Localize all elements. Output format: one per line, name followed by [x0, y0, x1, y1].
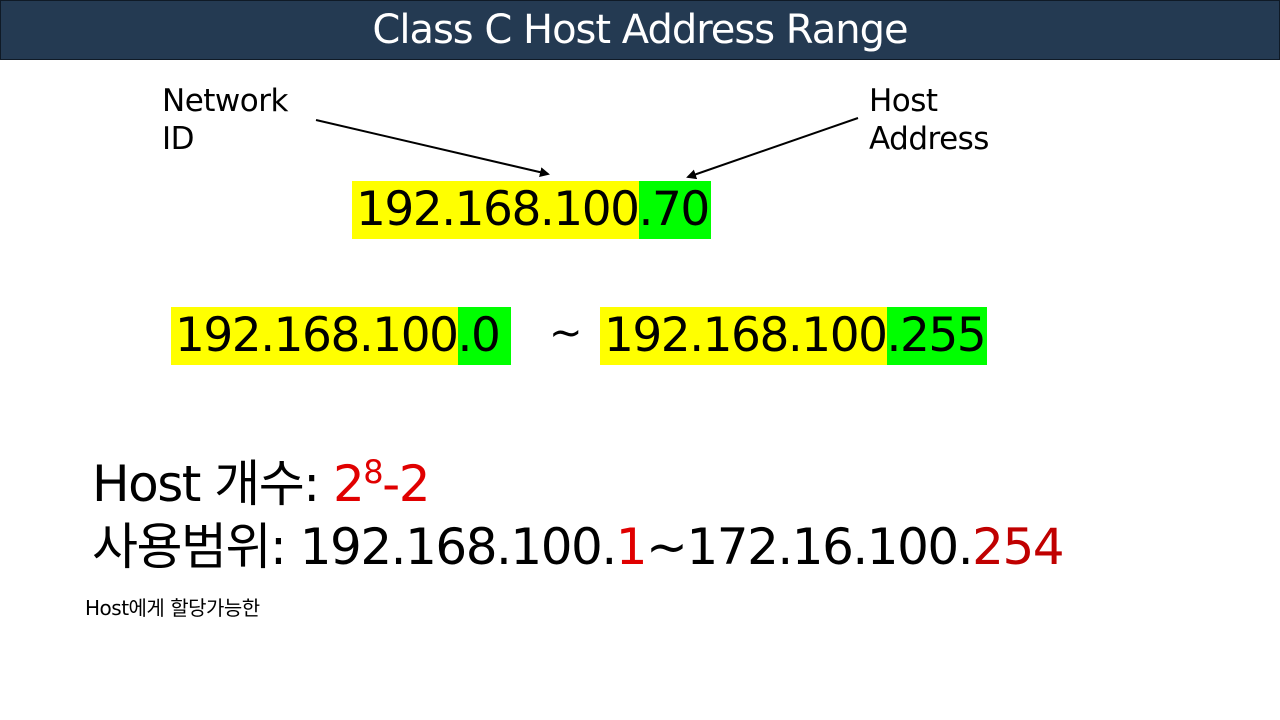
range-start-ip: 192.168.100.0 [171, 307, 512, 365]
usable-start-host: 1 [615, 518, 648, 576]
range-end-host: .255 [886, 307, 988, 365]
example-ip: 192.168.100.70 [352, 181, 711, 239]
usable-range-line: 사용범위: 192.168.100.1~172.16.100.254 [92, 518, 1065, 576]
usable-range-label: 사용범위: [92, 518, 300, 576]
range-end-ip: 192.168.100.255 [600, 307, 988, 365]
range-start-host: .0 [457, 307, 512, 365]
page-title: Class C Host Address Range [372, 7, 908, 53]
host-count-label: Host 개수: [92, 455, 333, 513]
network-id-label: Network ID [162, 83, 288, 157]
range-start-network: 192.168.100 [171, 307, 459, 365]
host-count-formula: 28-2 [332, 453, 431, 513]
usable-end-host: 254 [972, 518, 1064, 576]
network-portion: 192.168.100 [352, 181, 640, 239]
host-address-label: Host Address [869, 83, 989, 157]
host-arrow [686, 117, 859, 180]
host-portion: .70 [638, 181, 711, 239]
range-separator: ~ [549, 310, 583, 356]
range-end-network: 192.168.100 [600, 307, 888, 365]
host-count-line: Host 개수: 28-2 [92, 453, 431, 514]
note-text: Host에게 할당가능한 [85, 596, 260, 620]
title-bar: Class C Host Address Range [0, 0, 1280, 60]
network-arrow [315, 119, 550, 178]
